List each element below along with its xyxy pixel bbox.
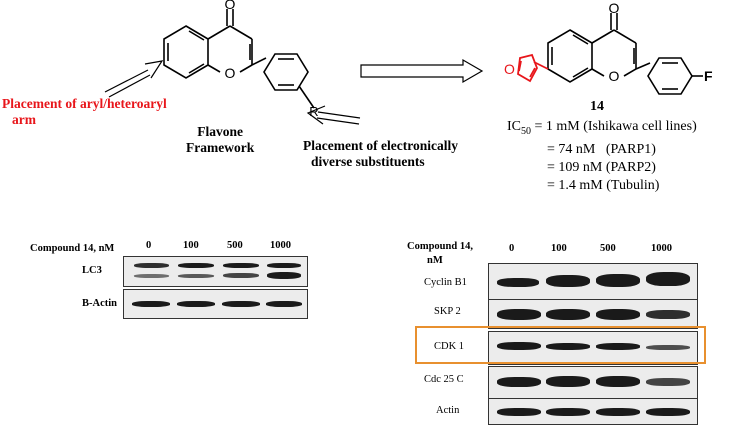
compound-14-structure (547, 13, 703, 95)
flavone-structure (163, 9, 315, 109)
substituent-label-line1: Placement of electronically (303, 138, 458, 153)
band (134, 274, 169, 278)
furan-ring (517, 53, 549, 83)
right-row-label-cdc25c: Cdc 25 C (424, 374, 464, 385)
right-blot-cdc25c-panel (488, 366, 698, 399)
right-blot-skp2-panel (488, 299, 698, 329)
band (596, 343, 640, 350)
left-blot-bactin-panel (123, 289, 308, 319)
band (596, 274, 640, 287)
activity-parp1: = 74 nM (PARP1) (547, 141, 656, 157)
band (267, 263, 301, 268)
substituent-placement-label: Placement of electronically diverse subs… (303, 138, 458, 170)
arrow-left-diagonal (104, 60, 164, 98)
band (178, 263, 214, 268)
right-row-label-skp2: SKP 2 (434, 306, 461, 317)
reaction-arrow (360, 58, 484, 84)
band (646, 272, 690, 286)
flavone-label-line2: Framework (186, 140, 255, 155)
aryl-arm-label: Placement of aryl/heteroaryl arm (2, 96, 167, 128)
band (646, 345, 690, 350)
band (223, 263, 259, 268)
aryl-arm-label-line2: arm (12, 112, 36, 127)
right-header-line1: Compound 14, (407, 241, 473, 252)
band (497, 278, 539, 287)
right-row-label-cyclinb1: Cyclin B1 (424, 277, 467, 288)
carbonyl-o-symbol: O (225, 0, 236, 12)
left-dose-0: 0 (146, 240, 152, 251)
band (546, 408, 590, 416)
band (266, 301, 302, 307)
band (134, 263, 169, 268)
band (222, 301, 260, 307)
ring-o-symbol: O (225, 65, 236, 81)
compound14-carbonyl-o: O (609, 0, 620, 16)
band (497, 408, 541, 416)
furan-o-symbol: O (504, 61, 515, 77)
left-dose-100: 100 (183, 240, 199, 251)
flavone-label-line1: Flavone (197, 124, 243, 139)
band (497, 377, 541, 387)
aryl-arm-label-line1: Placement of aryl/heteroaryl (2, 96, 167, 111)
right-dose-1000: 1000 (651, 243, 672, 254)
band (497, 342, 541, 350)
compound14-ring-o: O (609, 68, 620, 84)
left-blot-header-label: Compound 14, nM (30, 243, 115, 254)
band (646, 310, 690, 319)
right-dose-500: 500 (600, 243, 616, 254)
left-dose-1000: 1000 (270, 240, 291, 251)
scheme-graphics: O O R O O O (104, 0, 713, 125)
flavone-framework-label: Flavone Framework (186, 124, 254, 156)
activity-tubulin: = 1.4 mM (Tubulin) (547, 177, 660, 193)
band (596, 408, 640, 416)
band (132, 301, 170, 307)
right-dose-100: 100 (551, 243, 567, 254)
band (546, 343, 590, 350)
activity-ic50: IC50 = 1 mM (Ishikawa cell lines) (507, 119, 697, 137)
band (546, 376, 590, 387)
right-row-label-actin: Actin (436, 405, 460, 416)
band (267, 272, 301, 279)
r-group-symbol: R (309, 104, 318, 119)
compound-number: 14 (590, 99, 604, 114)
band (177, 301, 215, 307)
band (497, 309, 541, 320)
band (646, 378, 690, 386)
band (596, 309, 640, 320)
benzo-ring (163, 25, 209, 79)
band (178, 274, 214, 278)
band (223, 273, 259, 278)
right-header-line2: nM (427, 255, 443, 266)
right-blot-cdk1-panel (488, 331, 698, 365)
right-blot-header-label: Compound 14, nM (407, 240, 473, 268)
cdk1-highlight-box (415, 326, 706, 364)
right-blot-cyclinb1-panel (488, 263, 698, 301)
activity-parp2: = 109 nM (PARP2) (547, 159, 656, 175)
right-blot-actin-panel (488, 398, 698, 425)
left-row-label-lc3: LC3 (82, 265, 102, 276)
band (596, 376, 640, 387)
activity-list: IC50 = 1 mM (Ishikawa cell lines) = 74 n… (507, 118, 697, 195)
left-blot-lc3-panel (123, 256, 308, 287)
right-dose-0: 0 (509, 243, 515, 254)
left-row-label-bactin: B-Actin (82, 298, 117, 309)
band (646, 408, 690, 416)
left-dose-500: 500 (227, 240, 243, 251)
band (546, 275, 590, 287)
arrow-right-diagonal (306, 105, 361, 125)
substituent-label-line2: diverse substituents (311, 154, 425, 169)
right-row-label-cdk1: CDK 1 (434, 341, 465, 352)
aryl-ring (263, 53, 309, 91)
band (546, 309, 590, 320)
fluoro-symbol: F (704, 68, 713, 84)
